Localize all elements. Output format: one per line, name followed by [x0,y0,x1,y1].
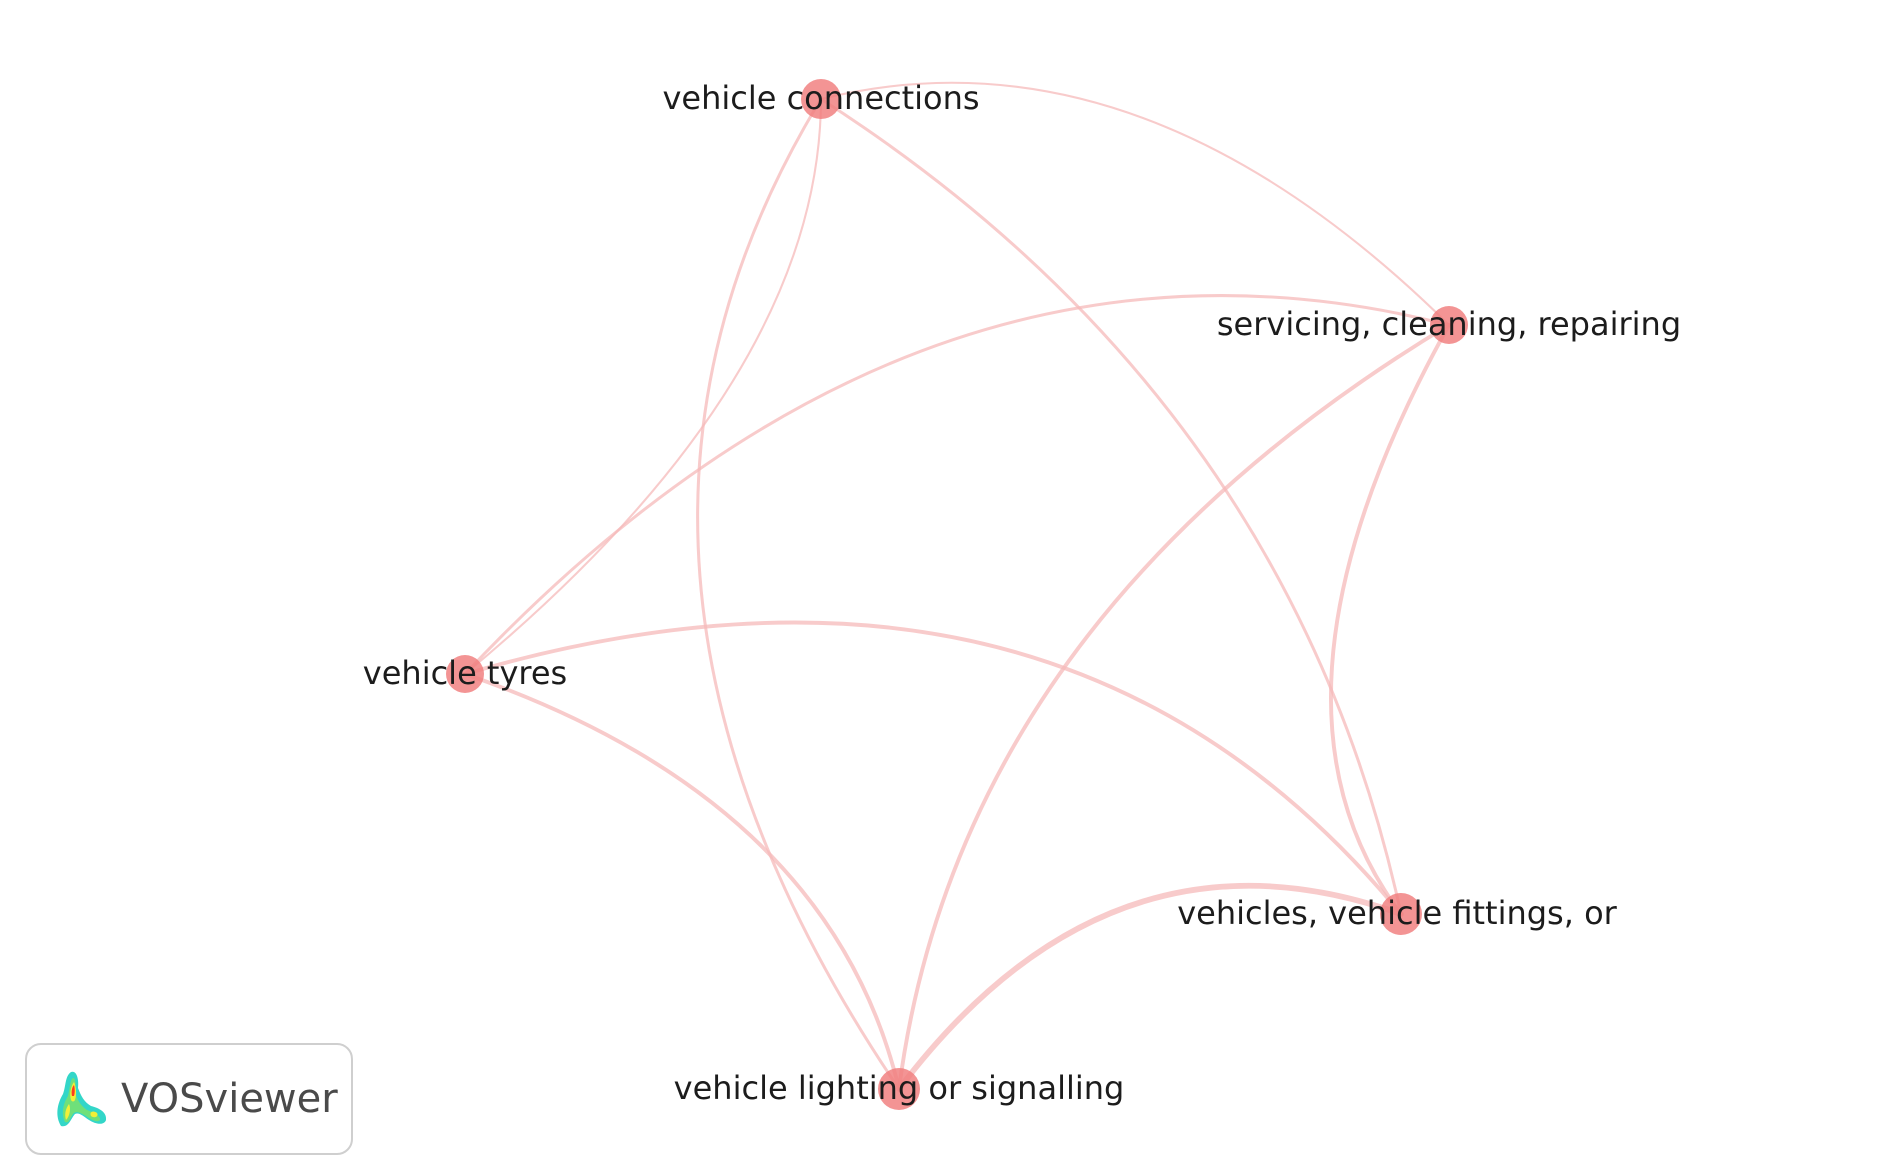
node-label-tyres[interactable]: vehicle tyres [363,654,567,692]
edge-connections-fittings [819,97,1403,916]
edge-tyres-lighting [463,672,901,1091]
vosviewer-logo-icon [57,1071,107,1127]
node-servicing[interactable] [1430,306,1468,344]
edge-servicing-lighting [897,323,1451,1091]
vosviewer-logo: VOSviewer [25,1043,353,1155]
node-label-lighting[interactable]: vehicle lighting or signalling [674,1069,1125,1107]
node-connections[interactable] [801,79,841,119]
node-tyres[interactable] [446,655,484,693]
edge-connections-lighting [696,97,901,1091]
node-label-fittings[interactable]: vehicles, vehicle fittings, or [1177,894,1617,932]
labels-layer: vehicle connections servicing, cleaning, … [363,79,1681,1107]
node-fittings[interactable] [1380,893,1422,935]
node-lighting[interactable] [878,1068,920,1110]
edge-fittings-lighting [896,882,1404,1092]
edge-servicing-fittings [1329,323,1451,916]
nodes-layer [446,79,1468,1110]
edge-connections-servicing [819,81,1451,327]
node-label-servicing[interactable]: servicing, cleaning, repairing [1217,305,1681,343]
edge-tyres-fittings [463,620,1403,916]
edge-servicing-tyres [463,294,1451,676]
edge-connections-tyres [463,97,823,676]
logo-text: VOSviewer [121,1076,338,1122]
edges-layer [463,81,1451,1092]
node-label-connections[interactable]: vehicle connections [662,79,979,117]
